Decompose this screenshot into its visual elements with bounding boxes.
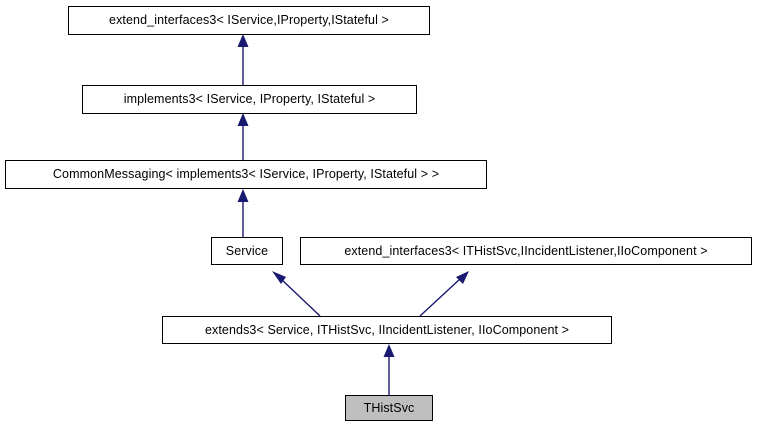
node-label: extends3< Service, ITHistSvc, IIncidentL…: [204, 322, 570, 337]
node-label: implements3< IService, IProperty, IState…: [123, 92, 376, 107]
node-implements3-service[interactable]: implements3< IService, IProperty, IState…: [82, 85, 417, 114]
node-thistsvc[interactable]: THistSvc: [345, 395, 433, 421]
edge-thistsvc-to-extends3: [383, 344, 395, 395]
node-label: Service: [225, 243, 269, 258]
node-label: CommonMessaging< implements3< IService, …: [52, 167, 440, 182]
node-extend-interfaces3-service[interactable]: extend_interfaces3< IService,IProperty,I…: [68, 6, 430, 35]
edge-implements3-to-extend-interfaces3-service: [237, 34, 249, 85]
node-label: THistSvc: [363, 400, 415, 415]
edge-service-to-commonmessaging: [237, 189, 249, 237]
edge-commonmessaging-to-implements3: [237, 113, 249, 160]
node-extends3-service[interactable]: extends3< Service, ITHistSvc, IIncidentL…: [162, 316, 612, 344]
node-service[interactable]: Service: [211, 237, 283, 265]
node-extend-interfaces3-thistsvc[interactable]: extend_interfaces3< ITHistSvc,IIncidentL…: [300, 237, 752, 265]
node-label: extend_interfaces3< ITHistSvc,IIncidentL…: [344, 243, 708, 258]
node-label: extend_interfaces3< IService,IProperty,I…: [109, 13, 389, 28]
edge-extends3-to-extend-interfaces3-thistsvc: [419, 271, 469, 317]
edge-extends3-to-service: [272, 271, 321, 317]
node-common-messaging[interactable]: CommonMessaging< implements3< IService, …: [5, 160, 487, 189]
